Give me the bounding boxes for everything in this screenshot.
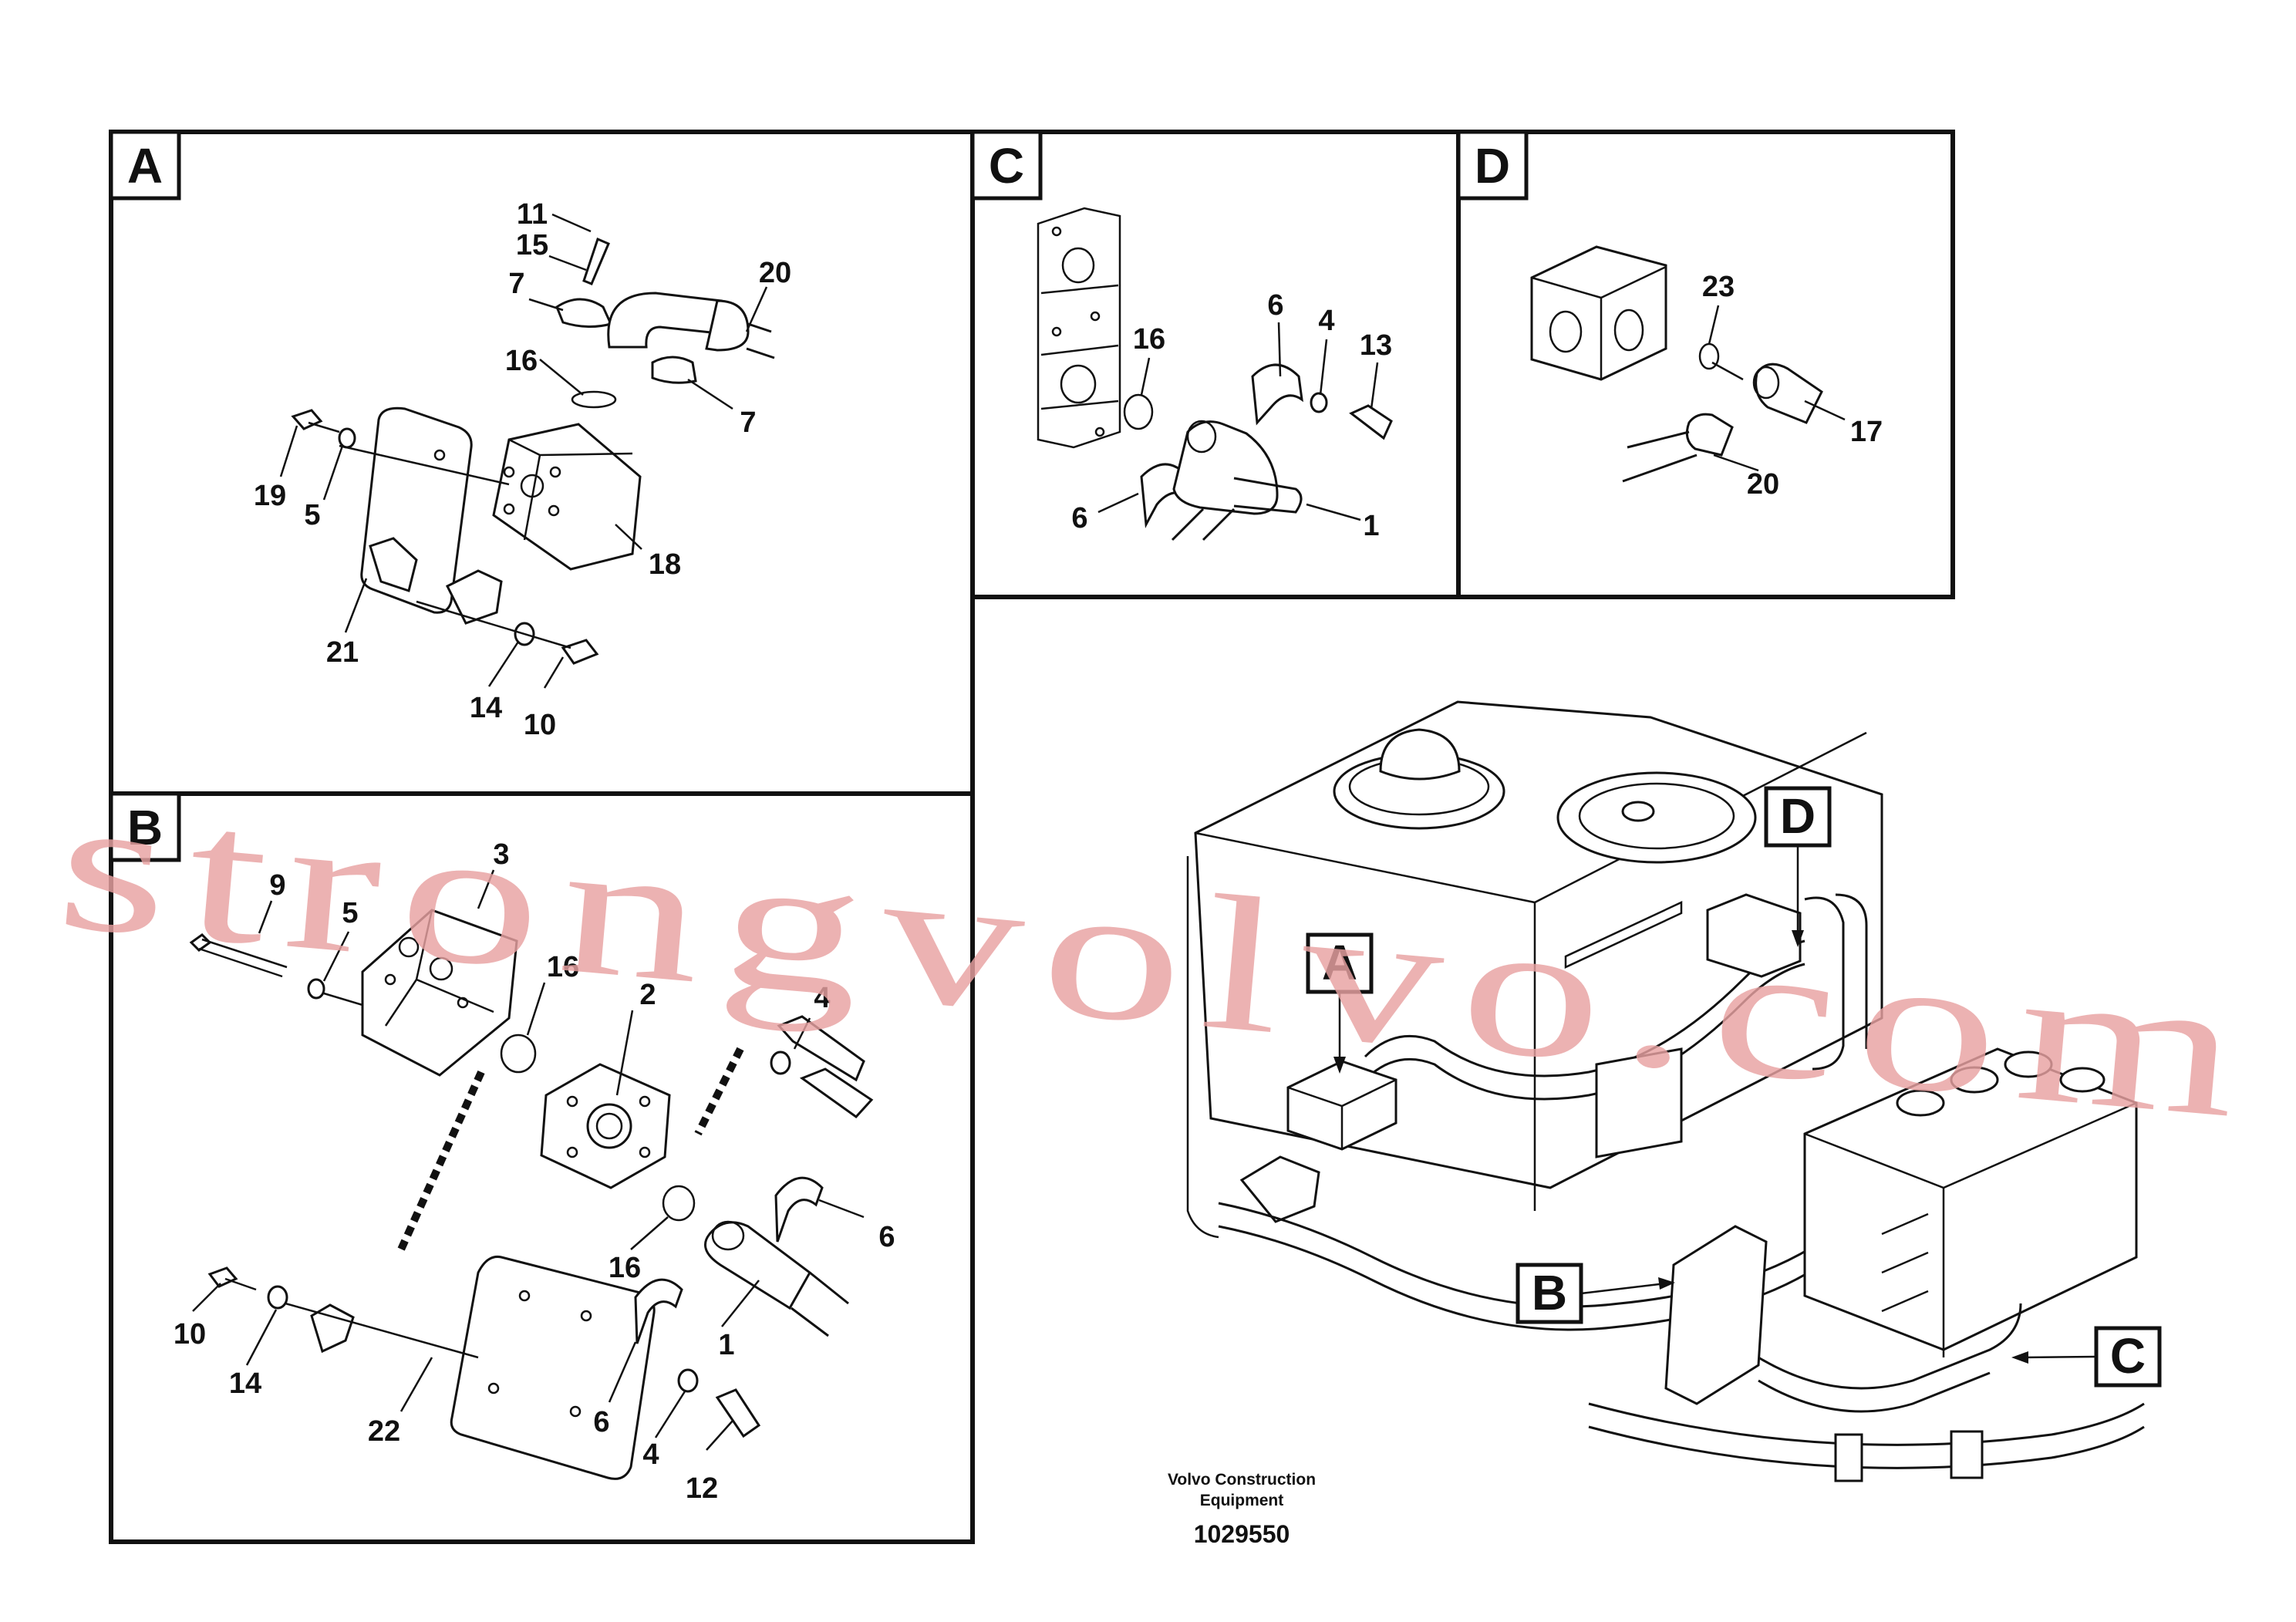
callout-c-1: 1: [1363, 510, 1379, 542]
credit-block: Volvo Construction Equipment 1029550: [1168, 1471, 1316, 1548]
svg-text:B: B: [1532, 1265, 1567, 1320]
callout-b-16-top: 16: [547, 951, 579, 983]
callout-d-20: 20: [1747, 468, 1779, 501]
callout-b-6-right: 6: [878, 1221, 895, 1253]
overview-marker-d: D: [1764, 786, 1832, 947]
callout-b-6-lower: 6: [593, 1406, 609, 1438]
callout-c-6-lower: 6: [1071, 502, 1087, 534]
callout-b-5: 5: [342, 897, 358, 929]
panel-letter-c: C: [970, 130, 1043, 201]
callout-c-6-top: 6: [1267, 289, 1283, 322]
panel-letter-b: B: [109, 791, 181, 862]
callout-c-13: 13: [1360, 329, 1392, 362]
callout-a-10: 10: [524, 709, 556, 741]
callout-a-7-right: 7: [740, 406, 756, 439]
overview-marker-b: B: [1515, 1263, 1675, 1324]
callout-c-16: 16: [1133, 323, 1165, 356]
callout-b-4-lower: 4: [642, 1438, 659, 1471]
callout-b-3: 3: [493, 838, 509, 871]
drawing-number: 1029550: [1194, 1520, 1290, 1548]
panel-c-drawing: [1037, 207, 1393, 541]
panel-d-callouts: 23 17 20: [1702, 271, 1883, 501]
panel-b-drawing: [189, 909, 874, 1480]
callout-b-10: 10: [174, 1318, 206, 1351]
callout-a-11: 11: [517, 198, 548, 231]
callout-b-9: 9: [269, 869, 285, 902]
overview-marker-c: C: [2011, 1326, 2162, 1388]
svg-text:D: D: [1475, 138, 1510, 194]
callout-a-14: 14: [470, 692, 502, 724]
panel-d-leaders: [1708, 305, 1846, 472]
callout-b-14: 14: [229, 1367, 261, 1400]
panel-a-drawing: [291, 237, 775, 665]
callout-a-16: 16: [505, 345, 538, 377]
callout-d-23: 23: [1702, 271, 1735, 303]
callout-b-12: 12: [686, 1472, 718, 1505]
panel-c-leaders: [1097, 322, 1379, 521]
panel-b-leaders: [192, 869, 865, 1451]
panel-a-callouts: 11 15 7 20 16 7 19 5 18 21 14 10: [254, 198, 791, 741]
panel-frames: [109, 130, 1955, 1544]
callout-a-20: 20: [759, 257, 791, 289]
panel-letter-a: A: [109, 130, 181, 201]
callout-a-19: 19: [254, 480, 286, 512]
callout-b-22: 22: [368, 1415, 400, 1448]
callout-a-15: 15: [516, 229, 548, 261]
panel-a-leaders: [279, 213, 768, 689]
callout-a-18: 18: [649, 548, 681, 581]
callout-b-4-top: 4: [814, 982, 830, 1014]
callout-a-21: 21: [326, 636, 359, 669]
callout-a-5: 5: [304, 499, 320, 531]
panel-d-drawing: [1530, 245, 1823, 483]
overview-machine: [1186, 700, 2145, 1482]
panel-b-callouts: 9 5 3 16 2 4 6 16 1 10 14 22 6 4 12: [174, 838, 895, 1505]
svg-text:D: D: [1780, 788, 1816, 844]
svg-text:C: C: [989, 138, 1024, 194]
svg-text:B: B: [127, 800, 163, 855]
callout-a-7-top: 7: [508, 268, 524, 300]
callout-b-1: 1: [718, 1329, 734, 1361]
callout-d-17: 17: [1850, 416, 1883, 448]
watermark: strongvolvo.com: [50, 755, 2266, 1160]
callout-b-16-lower: 16: [609, 1252, 641, 1284]
callout-c-4: 4: [1318, 305, 1334, 337]
panel-letter-d: D: [1456, 130, 1529, 201]
svg-text:A: A: [1322, 935, 1357, 990]
svg-text:C: C: [2110, 1328, 2146, 1384]
panel-c-callouts: 16 6 4 13 6 1: [1071, 289, 1392, 542]
credit-line-2: Equipment: [1200, 1492, 1284, 1509]
credit-line-1: Volvo Construction: [1168, 1471, 1316, 1489]
callout-b-2: 2: [639, 979, 656, 1011]
overview-marker-a: A: [1306, 932, 1374, 1074]
svg-text:A: A: [127, 138, 163, 194]
